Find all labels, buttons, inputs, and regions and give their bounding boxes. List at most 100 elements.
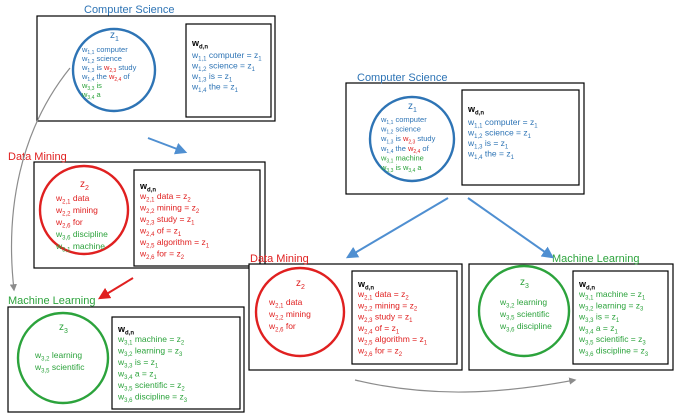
tree-ml-circle-word: w3,6 discipline (499, 321, 552, 333)
sequential-dm-circle-word: w2,1 data (55, 193, 90, 205)
tree-dm-table-row: w2,3 study = z1 (357, 312, 413, 324)
tree-ml-topic-circle (477, 264, 571, 358)
sequential-dm-circle-word: w2,2 mining (55, 205, 98, 217)
tree-dm-assignment-table (351, 270, 458, 365)
tree-cs-circle-word: w3,3 is w3,4 a (380, 163, 422, 174)
sequential-dm-table-row: w2,6 for = z2 (139, 249, 185, 261)
tree-cs-assignment-table (461, 89, 580, 186)
sequential-cs-assignment-table (185, 23, 272, 118)
sequential-cs-circle-word: w1,2 science (81, 54, 122, 65)
tree-ml-circle-word: w3,5 scientific (499, 309, 550, 321)
arrow-tree-cs-to-dm (345, 197, 449, 259)
sequential-ml-topic-label: z3 (59, 322, 68, 335)
tree-cs-table-row: w1,2 science = z1 (467, 128, 532, 140)
sequential-dm-table-row: w2,2 mining = z2 (139, 203, 200, 215)
arrow-tree-dm-to-ml (354, 377, 577, 393)
sequential-ml-table-row: w3,2 learning = z3 (117, 346, 183, 358)
tree-ml-table-row: w3,1 machine = z1 (578, 289, 646, 301)
tree-dm-circle-word: w2,6 for (268, 321, 296, 333)
sequential-cs-title: Computer Science (84, 4, 175, 16)
sequential-cs-circle-word: w3,4 a (81, 90, 101, 101)
sequential-dm-circle-word: w3,1 machine (55, 241, 105, 253)
sequential-dm-assignment-table (133, 169, 261, 267)
tree-dm-topic-label: z2 (296, 278, 305, 291)
tree-cs-circle-word: w1,3 is w2,3 study (380, 134, 436, 145)
arrow-tree-cs-to-ml (467, 197, 554, 259)
tree-dm-table-row: w2,6 for = z2 (357, 346, 403, 358)
tree-cs-table-header: wd,n (467, 104, 484, 117)
sequential-ml-table-row: w3,4 a = z1 (117, 369, 158, 381)
tree-cs-table-row: w1,3 is = z1 (467, 138, 509, 150)
sequential-dm-circle-word: w3,6 discipline (55, 229, 108, 241)
tree-ml-circle-word: w3,2 learning (499, 297, 547, 309)
sequential-ml-table-row: w3,5 scientific = z2 (117, 380, 185, 392)
tree-dm-table-row: w2,2 mining = z2 (357, 300, 418, 312)
sequential-cs-table-header: wd,n (191, 38, 208, 51)
tree-ml-table-row: w3,5 scientific = z3 (578, 334, 646, 346)
tree-cs-table-row: w1,4 the = z1 (467, 149, 515, 161)
sequential-cs-circle-word: w1,3 is w2,3 study (81, 63, 137, 74)
arrow-cs-to-dm (147, 137, 188, 155)
sequential-dm-title: Data Mining (8, 151, 67, 163)
sequential-dm-table-row: w2,4 of = z1 (139, 226, 182, 238)
sequential-dm-table-row: w2,5 algorithm = z1 (139, 237, 210, 249)
sequential-ml-table-row: w3,6 discipline = z3 (117, 392, 188, 404)
sequential-cs-circle-word: w3,3 is (81, 81, 102, 92)
sequential-cs-topic-label: z1 (110, 30, 119, 43)
arrow-cs-skip-to-ml (9, 67, 71, 292)
sequential-dm-table-row: w2,3 study = z1 (139, 214, 195, 226)
sequential-cs-circle-word: w1,1 computer (81, 45, 128, 56)
sequential-cs-circle-word: w1,4 the w2,4 of (81, 72, 131, 83)
tree-cs-topic-label: z1 (408, 101, 417, 114)
tree-cs-circle-word: w3,1 machine (380, 153, 424, 164)
tree-ml-table-header: wd,n (578, 279, 595, 292)
sequential-cs-table-row: w1,1 computer = z1 (191, 50, 262, 62)
tree-ml-table-row: w3,6 discipline = z3 (578, 346, 649, 358)
arrows-layer (9, 67, 577, 393)
sequential-dm-table-row: w2,1 data = z2 (139, 191, 191, 203)
tree-ml-table-row: w3,4 a = z1 (578, 323, 619, 335)
sequential-dm-circle-word: w2,6 for (55, 217, 83, 229)
sequential-ml-table-row: w3,3 is = z1 (117, 357, 159, 369)
sequential-ml-table-row: w3,1 machine = z2 (117, 334, 185, 346)
tree-dm-title: Data Mining (250, 253, 309, 265)
sequential-ml-circle-word: w3,2 learning (34, 350, 82, 362)
sequential-ml-circle-word: w3,5 scientific (34, 362, 85, 374)
tree-dm-table-row: w2,1 data = z2 (357, 289, 409, 301)
sequential-cs-table-row: w1,3 is = z1 (191, 71, 233, 83)
sequential-ml-topic-circle (16, 311, 110, 405)
tree-cs-circle-word: w1,1 computer (380, 115, 427, 126)
sequential-cs-topic-circle (71, 27, 157, 113)
tree-ml-table-row: w3,3 is = z1 (578, 312, 620, 324)
sequential-cs-table-row: w1,4 the = z1 (191, 82, 239, 94)
sequential-cs-table-row: w1,2 science = z1 (191, 61, 256, 73)
tree-dm-table-row: w2,4 of = z1 (357, 323, 400, 335)
tree-dm-circle-word: w2,1 data (268, 297, 303, 309)
tree-cs-circle-word: w1,2 science (380, 125, 421, 136)
tree-cs-topic-circle (368, 95, 456, 183)
tree-cs-circle-word: w1,4 the w2,4 of (380, 144, 430, 155)
tree-ml-table-row: w3,2 learning = z3 (578, 300, 644, 312)
tree-cs-title: Computer Science (357, 72, 448, 84)
tree-ml-title: Machine Learning (552, 253, 639, 265)
tree-dm-table-row: w2,5 algorithm = z1 (357, 334, 428, 346)
tree-ml-topic-label: z3 (520, 277, 529, 290)
sequential-ml-title: Machine Learning (8, 295, 95, 307)
sequential-dm-topic-label: z2 (80, 179, 89, 192)
sequential-ml-table-header: wd,n (117, 324, 134, 337)
sequential-dm-topic-circle (38, 164, 130, 256)
tree-dm-circle-word: w2,2 mining (268, 309, 311, 321)
tree-dm-topic-circle (254, 266, 346, 358)
tree-ml-assignment-table (572, 270, 669, 365)
sequential-dm-table-header: wd,n (139, 181, 156, 194)
sequential-ml-assignment-table (111, 316, 241, 410)
tree-cs-table-row: w1,1 computer = z1 (467, 117, 538, 129)
arrow-dm-to-ml (97, 277, 134, 300)
